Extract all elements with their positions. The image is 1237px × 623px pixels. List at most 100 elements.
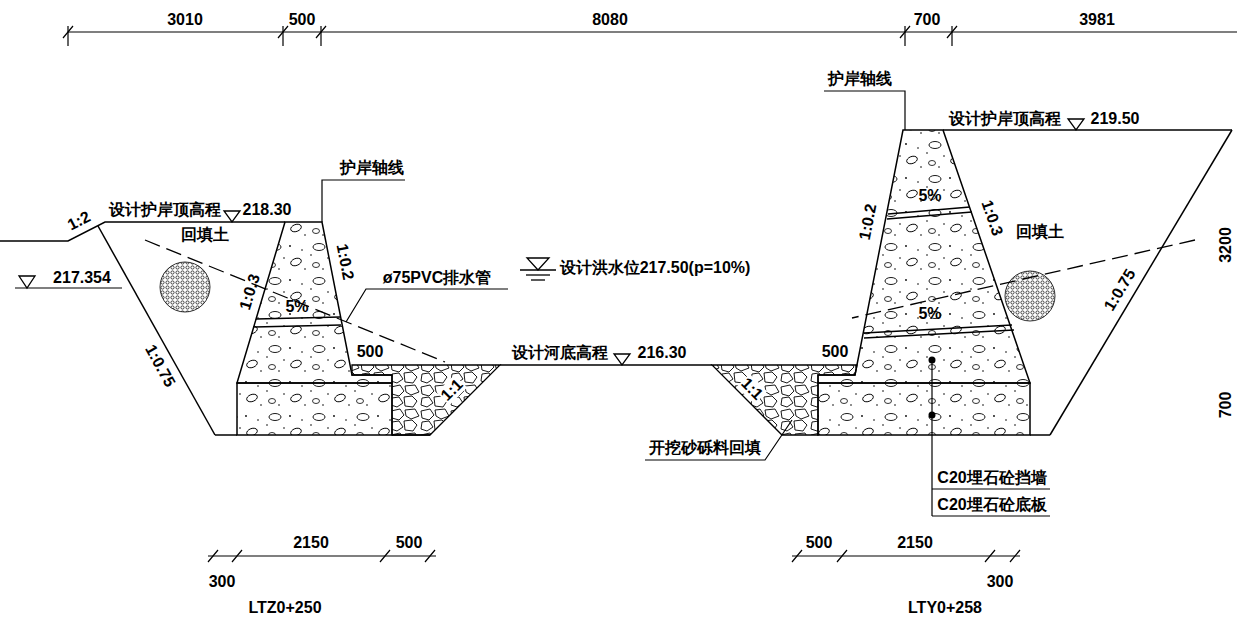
station-label: LTZ0+250 bbox=[248, 599, 321, 617]
elevation-label: 设计护岸顶高程 bbox=[109, 201, 221, 219]
callout-dots bbox=[929, 357, 936, 419]
dimension-text: 2150 bbox=[293, 534, 329, 552]
drawing-part bbox=[500, 364, 712, 366]
dimension-text: 500 bbox=[357, 343, 384, 361]
drawing-part bbox=[0, 222, 285, 241]
drawing-part bbox=[929, 357, 936, 364]
station-label: LTY0+258 bbox=[908, 599, 982, 617]
dimension-text: 500 bbox=[822, 343, 849, 361]
drawing-part bbox=[322, 180, 405, 222]
dimension-text: 3010 bbox=[167, 11, 203, 29]
slope-ratio: 1:0.75 bbox=[141, 342, 179, 390]
material-label: 回填土 bbox=[1016, 223, 1064, 241]
axis-label: 护岸轴线 bbox=[340, 159, 404, 177]
drawing-part bbox=[824, 91, 905, 130]
elevation-value: 216.30 bbox=[638, 344, 687, 362]
drawing-part bbox=[864, 330, 1014, 338]
drain-lines bbox=[253, 207, 1014, 338]
drawing-part bbox=[531, 279, 545, 280]
flood-level-label: 设计洪水位217.50(p=10%) bbox=[560, 259, 751, 277]
drawing-part bbox=[931, 360, 932, 516]
drawing-part bbox=[943, 129, 1232, 131]
slope-ratio: 1:0.2 bbox=[856, 202, 881, 241]
slope-ratio: 1:0.2 bbox=[333, 242, 358, 281]
drawing-part bbox=[520, 269, 556, 270]
drawing-part bbox=[1030, 434, 1050, 436]
elevation-value: 219.50 bbox=[1091, 110, 1140, 128]
slope-ratio: 1:0.3 bbox=[236, 272, 264, 312]
pipe-callout: ø75PVC排水管 bbox=[383, 269, 491, 287]
elevation-label: 设计护岸顶高程 bbox=[949, 110, 1061, 128]
drawing-part bbox=[15, 287, 122, 288]
elevation-label: 设计河底高程 bbox=[512, 344, 608, 362]
dimension-text: 700 bbox=[914, 11, 941, 29]
drawing-part bbox=[145, 240, 445, 362]
drawing-part bbox=[237, 383, 392, 435]
drawing-part bbox=[346, 289, 508, 322]
drawing-part bbox=[645, 420, 792, 460]
drawing-part bbox=[932, 488, 1050, 489]
dimension-text: 500 bbox=[289, 11, 316, 29]
drawing-part bbox=[160, 262, 210, 312]
axis-and-leaders bbox=[15, 91, 1050, 516]
material-callout: 开挖砂砾料回填 bbox=[649, 439, 761, 457]
drawing-part bbox=[224, 211, 240, 222]
material-label: 回填土 bbox=[181, 226, 229, 244]
material-callout: C20埋石砼底板 bbox=[937, 496, 1046, 514]
dimension-text: 8080 bbox=[592, 11, 628, 29]
dimension-text: 300 bbox=[209, 573, 236, 591]
drawing-part bbox=[215, 434, 237, 436]
drawing-part bbox=[1050, 130, 1232, 435]
drawing-part bbox=[237, 222, 392, 383]
slope-ratio: 1:1 bbox=[437, 375, 467, 405]
drawing-part bbox=[614, 354, 630, 365]
dimension-text: 700 bbox=[1217, 392, 1235, 419]
dimension-text: 3981 bbox=[1079, 11, 1115, 29]
retaining-walls bbox=[237, 130, 1030, 435]
drawing-part bbox=[208, 555, 436, 556]
drawing-part bbox=[526, 274, 550, 275]
riprap-fill bbox=[352, 365, 857, 435]
dimension-lines bbox=[63, 26, 1237, 562]
ground-lines bbox=[0, 130, 1232, 435]
drawing-part bbox=[932, 515, 1050, 516]
drawing-part bbox=[19, 276, 35, 288]
drawing-part bbox=[256, 317, 340, 319]
slope-ratio: 1:1 bbox=[737, 374, 767, 404]
drawing-part bbox=[792, 555, 1020, 556]
drawing-part bbox=[253, 325, 341, 327]
drawing-part bbox=[68, 31, 1237, 32]
seepage-lines bbox=[145, 240, 1195, 362]
drawing-part bbox=[929, 412, 936, 419]
dimension-text: 2150 bbox=[897, 534, 933, 552]
drain-slope: 5% bbox=[285, 298, 308, 316]
dimension-text: 3200 bbox=[1217, 227, 1235, 263]
dimension-text: 500 bbox=[396, 534, 423, 552]
slope-ratio: 1:0.3 bbox=[978, 198, 1007, 238]
drain-slope: 5% bbox=[918, 187, 941, 205]
drawing-part bbox=[527, 258, 549, 270]
material-callout: C20埋石砼挡墙 bbox=[937, 469, 1046, 487]
drawing-part bbox=[392, 434, 430, 436]
slope-ratio: 1:2 bbox=[65, 208, 94, 235]
drawing-part bbox=[792, 550, 1020, 562]
axis-label: 护岸轴线 bbox=[828, 70, 892, 88]
drawing-part bbox=[208, 550, 435, 562]
drawing-part bbox=[98, 226, 215, 435]
drawing-part bbox=[68, 26, 952, 46]
dimension-text: 500 bbox=[806, 534, 833, 552]
dimension-text: 300 bbox=[987, 573, 1014, 591]
drain-slope: 5% bbox=[918, 305, 941, 323]
elevation-value: 218.30 bbox=[243, 201, 292, 219]
drawing-part bbox=[1068, 119, 1084, 130]
drawing-part bbox=[818, 383, 1030, 435]
drawing-part bbox=[818, 130, 1030, 383]
elevation-value: 217.354 bbox=[53, 269, 111, 287]
drawing-part bbox=[887, 212, 972, 219]
elevation-symbols bbox=[19, 119, 1084, 365]
slope-ratio: 1:0.75 bbox=[1101, 266, 1140, 314]
drawing-part bbox=[1005, 271, 1055, 321]
